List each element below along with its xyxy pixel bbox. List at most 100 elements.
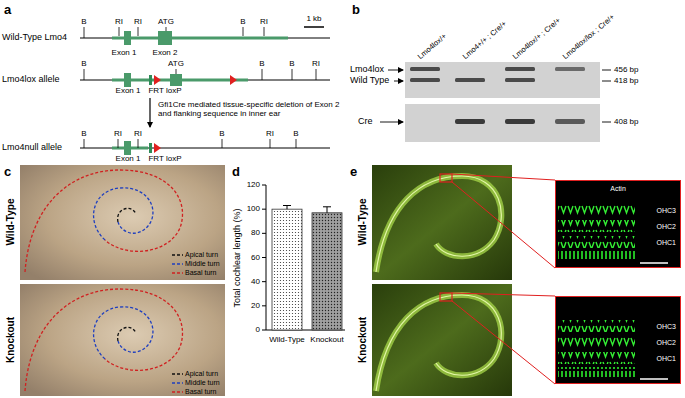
figure-label: B xyxy=(219,130,224,139)
knockout-hair-cell-zoom-part xyxy=(558,320,635,332)
bar-chart-part-part xyxy=(262,209,266,210)
legend-line-sample xyxy=(172,270,183,276)
lox-allele-map-part-part xyxy=(84,69,85,80)
wild-type-hair-cell-zoom-part xyxy=(555,180,681,268)
wild-type-gene-map-part-part xyxy=(138,27,139,36)
null-allele-map-part xyxy=(80,148,330,149)
wild-type-gene-map-part-part xyxy=(84,27,85,38)
bar-chart xyxy=(262,185,345,330)
wild-type-gene-map-part xyxy=(158,31,172,45)
wild-type-cochlea-photo-part xyxy=(94,188,153,240)
figure-label: Cre xyxy=(358,117,373,127)
figure-label: Knockout xyxy=(5,317,16,363)
figure-label: Wild-Type xyxy=(5,199,16,246)
pcr-gel-part-part xyxy=(455,119,485,124)
figure-label: 120 xyxy=(247,181,260,190)
legend-line-sample xyxy=(172,391,183,392)
figure-label: RI xyxy=(260,18,268,27)
knockout-whole-mount-part xyxy=(440,293,452,301)
lox-allele-map-part xyxy=(149,98,150,127)
legend-item: Middle turn xyxy=(172,379,220,387)
figure-label: ATG xyxy=(158,18,174,27)
pcr-gel xyxy=(380,62,611,142)
legend-line-sample xyxy=(172,371,183,377)
null-allele-map-part xyxy=(154,143,161,153)
legend-line-sample xyxy=(172,373,183,374)
figure-label: RI xyxy=(115,18,123,27)
figure-label: 0 xyxy=(256,326,260,335)
figure-label: Lmo4lox allele xyxy=(2,75,60,85)
knockout-cochlea-photo-part-part xyxy=(118,327,136,341)
wild-type-gene-map-part xyxy=(84,27,264,38)
bar-chart-part-part xyxy=(283,205,291,206)
wild-type-gene-map-part xyxy=(124,31,131,45)
figure-label: FRT loxP xyxy=(148,155,181,164)
knockout-whole-mount-part xyxy=(452,293,555,296)
cell-row-label: OHC3 xyxy=(657,323,676,331)
wild-type-gene-map-part-part xyxy=(119,27,120,36)
bar-chart-part-part xyxy=(287,206,288,210)
pcr-gel-part-part xyxy=(505,119,535,124)
figure-label: RI xyxy=(312,60,320,69)
pcr-gel-part xyxy=(380,70,611,122)
wild-type-gene-map-part xyxy=(112,37,288,40)
legend-item: Basal turn xyxy=(172,269,217,277)
figure-label: Lmo4null allele xyxy=(2,143,62,153)
pcr-gel-part-part xyxy=(505,78,535,82)
knockout-cochlea-photo-part xyxy=(25,289,183,391)
pcr-gel-part xyxy=(410,67,585,82)
panel-letter: a xyxy=(4,3,11,17)
wild-type-whole-mount-part xyxy=(452,182,555,268)
figure-label: B xyxy=(293,130,298,139)
lox-allele-map-part xyxy=(154,75,161,85)
figure-label: FRT loxP xyxy=(148,87,181,96)
legend-item: Middle turn xyxy=(172,260,220,268)
wild-type-whole-mount-part xyxy=(376,176,501,272)
pcr-gel-part-part xyxy=(410,78,440,82)
lox-allele-map-part xyxy=(230,75,237,85)
pcr-gel-part-part xyxy=(410,67,440,71)
figure-label: 100 xyxy=(247,205,260,214)
wild-type-cochlea-photo-part xyxy=(25,170,183,272)
knockout-whole-mount-part xyxy=(372,284,512,396)
figure-label: 418 bp xyxy=(614,77,638,86)
bar-chart-part-part xyxy=(262,281,266,282)
cell-row-label: OHC1 xyxy=(657,355,676,363)
bar-chart-part-part xyxy=(262,257,266,258)
null-allele-map-part-part xyxy=(84,139,85,148)
bar-chart-part-part xyxy=(262,305,266,306)
legend-line-sample xyxy=(172,380,183,386)
figure-label: Gfi1Cre mediated tissue-specific deletio… xyxy=(158,100,343,118)
figure-label: Knockout xyxy=(357,317,368,363)
pcr-gel-part-part xyxy=(505,67,535,71)
knockout-cochlea-photo-part-part xyxy=(25,289,183,391)
zoom-image-box: OHC3OHC2OHC1 xyxy=(555,296,681,384)
figure-label: Lmo4lox/+ xyxy=(416,32,448,61)
null-allele-map-part-part xyxy=(296,139,297,148)
stain-label: Actin xyxy=(610,185,626,193)
knockout-cochlea-photo-part-part xyxy=(94,307,153,359)
legend-text: Apical turn xyxy=(185,251,218,259)
figure-label: Lmo4+/+ ; Cre/+ xyxy=(461,20,508,61)
figure-label: 20 xyxy=(251,301,260,310)
legend-line-sample xyxy=(172,272,183,273)
null-allele-map-part-part xyxy=(138,139,139,148)
lox-allele-map-part-part xyxy=(176,69,177,74)
lox-allele-map xyxy=(80,69,330,127)
pcr-gel-part-part xyxy=(602,81,611,82)
wild-type-hair-cell-zoom xyxy=(555,180,681,268)
figure-label: Lmo4lox xyxy=(350,65,384,75)
wild-type-gene-map-part xyxy=(80,38,330,39)
panel-letter: d xyxy=(232,165,240,179)
pcr-gel-part-part xyxy=(388,70,403,71)
pcr-gel-part xyxy=(405,104,600,142)
null-allele-map-part xyxy=(124,141,131,155)
knockout-cochlea-photo xyxy=(20,284,225,396)
pcr-gel-part xyxy=(455,119,585,124)
wild-type-hair-cell-zoom-part xyxy=(558,236,635,248)
lox-allele-map-part-part xyxy=(316,69,317,80)
legend-line-sample xyxy=(172,252,183,258)
wild-type-cochlea-photo-part xyxy=(118,208,136,222)
bar-chart-part-part xyxy=(327,207,328,213)
figure-label: RI xyxy=(134,130,142,139)
